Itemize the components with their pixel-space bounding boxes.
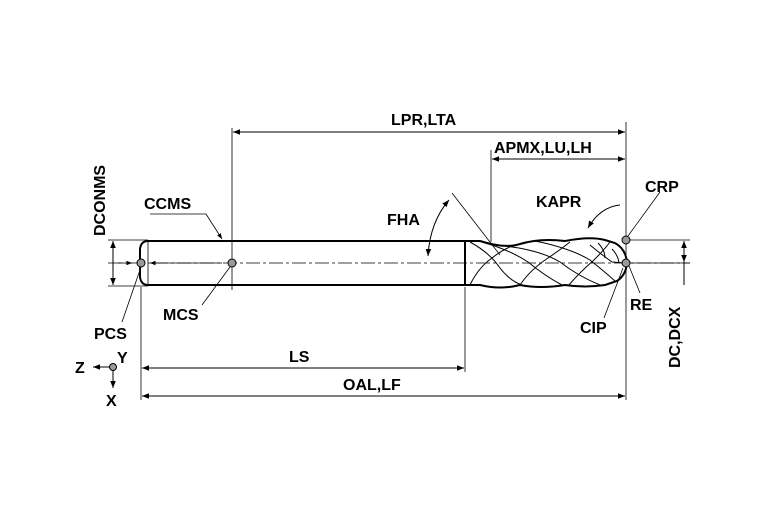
label-pcs: PCS	[94, 326, 127, 343]
cip-point	[621, 258, 631, 268]
label-axis-z: Z	[75, 360, 85, 377]
label-cip: CIP	[580, 320, 607, 337]
label-mcs: MCS	[163, 307, 199, 324]
kapr-angle-marker	[587, 204, 621, 229]
label-dc-dcx: DC,DCX	[667, 306, 684, 368]
label-axis-y: Y	[117, 350, 128, 367]
dimension-lines	[110, 129, 687, 399]
label-kapr: KAPR	[536, 194, 582, 211]
label-crp: CRP	[645, 179, 679, 196]
coordinate-axes-icon	[93, 363, 117, 388]
label-lpr-lta: LPR,LTA	[391, 112, 457, 129]
crp-point	[621, 235, 631, 245]
label-apmx-lu-lh: APMX,LU,LH	[494, 140, 592, 157]
extension-lines	[108, 122, 690, 400]
reference-points	[136, 235, 631, 268]
label-fha: FHA	[387, 212, 420, 229]
leaders	[121, 191, 661, 323]
label-ccms: CCMS	[144, 196, 191, 213]
label-axis-x: X	[106, 393, 117, 410]
label-re: RE	[630, 297, 653, 314]
fha-angle-marker	[425, 192, 501, 257]
pcs-point	[136, 258, 146, 268]
mcs-point	[227, 258, 237, 268]
labels: LPR,LTA APMX,LU,LH DCONMS CCMS FHA KAPR …	[75, 112, 684, 410]
label-ls: LS	[289, 349, 310, 366]
label-dconms: DCONMS	[92, 165, 109, 236]
label-oal-lf: OAL,LF	[343, 377, 401, 394]
